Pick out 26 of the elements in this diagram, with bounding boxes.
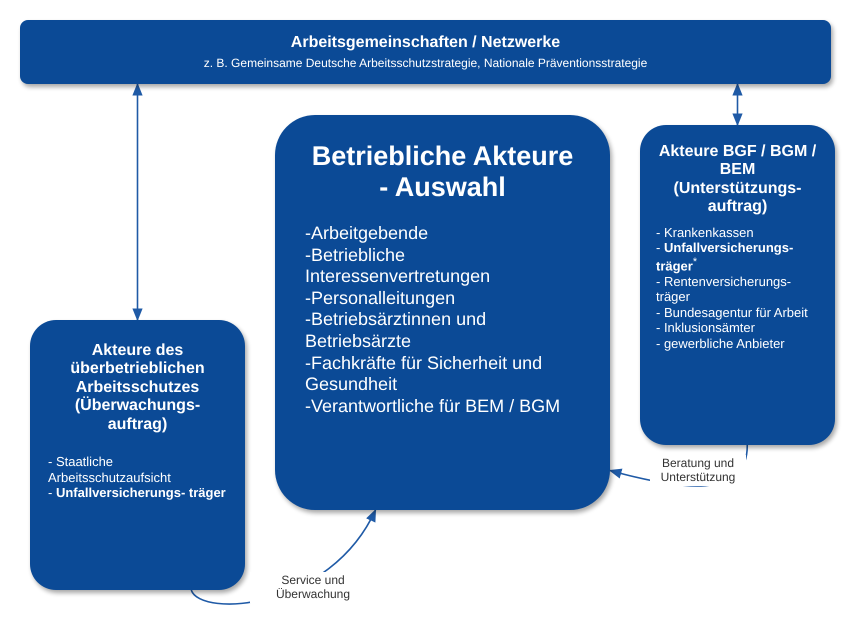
- list-item: -Fachkräfte für Sicherheit und Gesundheit: [305, 352, 544, 396]
- arrow: [732, 82, 743, 126]
- list-item: - Krankenkassen: [656, 224, 755, 240]
- arrow: [132, 82, 143, 322]
- list-item: -Betriebsärztinnen und Betriebsärzte: [305, 309, 488, 353]
- list-item: -Betriebliche Interessenvertretungen: [305, 244, 492, 288]
- list-item: -Arbeitgebende: [305, 223, 430, 245]
- list-item: - Rentenversicherungs- träger: [656, 274, 792, 305]
- network-banner: [20, 20, 831, 84]
- list-item: -Verantwortliche für BEM / BGM: [305, 396, 562, 418]
- box-heading: Akteure BGF / BGM / BEM (Unterstützungs- auftrag): [658, 143, 818, 217]
- list-item: - Staatliche Arbeitsschutzaufsicht: [48, 454, 172, 486]
- list-item: - Unfallversicherungs- träger$^{*}$: [656, 240, 794, 274]
- list-item: - gewerbliche Anbieter: [656, 336, 786, 352]
- edge-label: Beratung und Unterstützung: [650, 455, 746, 486]
- actors-panel: [275, 115, 610, 510]
- subtitle: z. B. Gemeinsame Deutsche Arbeitsschutzstrategie, Nationale Präventionsstrategie: [204, 56, 648, 70]
- actors-box: [30, 320, 245, 590]
- box-heading: Arbeitsgemeinschaften / Netzwerke: [290, 34, 562, 52]
- box-heading: Akteure des überbetrieblichen Arbeitsschutzes (Überwachungs- auftrag): [69, 342, 206, 434]
- list-item: - Inklusionsämter: [656, 320, 756, 336]
- box-heading: Betriebliche Akteure - Auswahl: [310, 141, 574, 204]
- list-item: - Unfallversicherungs- träger: [48, 485, 227, 501]
- actors-box: [640, 125, 835, 445]
- list-item: - Bundesagentur für Arbeit: [656, 304, 809, 320]
- list-item: -Personalleitungen: [305, 288, 456, 310]
